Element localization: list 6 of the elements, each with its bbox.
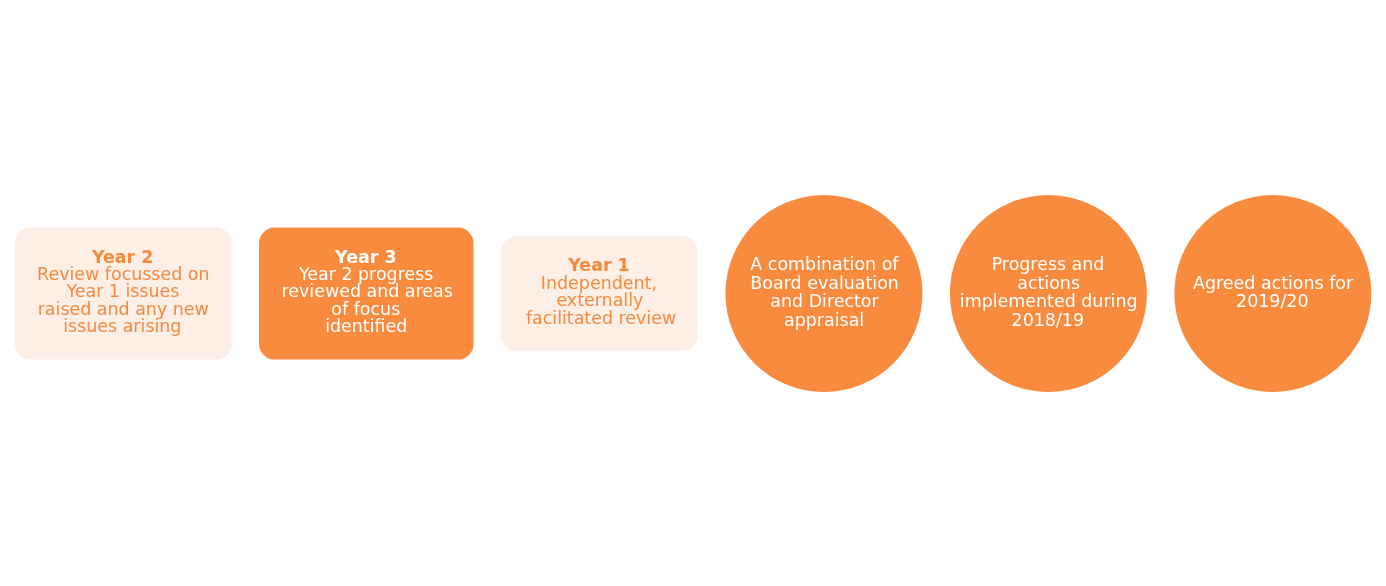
node-box: Year 3 Year 2 progress reviewed and areas of focus identified xyxy=(259,226,474,360)
node-circle: Agreed actions for 2019/20 xyxy=(1174,194,1372,392)
node-circle: Progress and actions implemented during 2018/19 xyxy=(949,194,1147,392)
node-circle: A combination of Board evaluation and Director appraisal xyxy=(725,194,923,392)
node-box: Year 1 Independent, externally facilitated review xyxy=(500,235,698,351)
node-box: Year 2 Review focussed on Year 1 issues raised and any new issues arising xyxy=(14,226,232,360)
